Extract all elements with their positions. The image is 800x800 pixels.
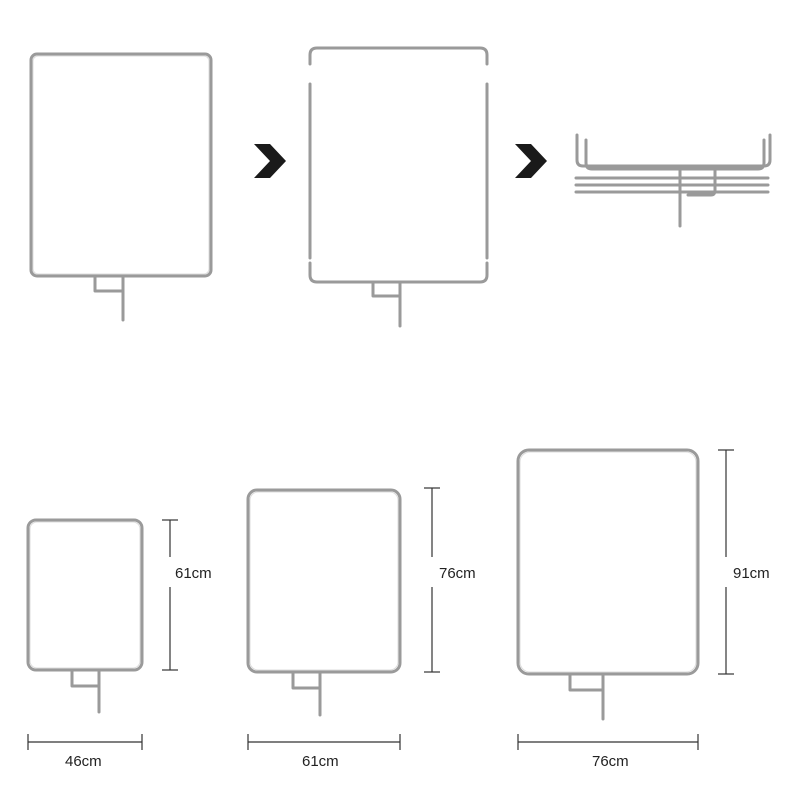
height-label-large: 91cm: [733, 565, 770, 582]
width-dimension-small: [27, 734, 143, 750]
width-dimension-medium: [247, 734, 401, 750]
height-dimension-small: [162, 519, 178, 671]
assembled-frame: [29, 52, 213, 322]
chevron-right-icon: [254, 144, 286, 178]
width-dimension-large: [517, 734, 699, 750]
frame-size-large: [516, 448, 700, 721]
frame-size-medium: [246, 488, 402, 717]
width-label-small: 46cm: [65, 753, 102, 770]
stacked-frame-parts: [574, 133, 772, 228]
frame-size-small: [26, 518, 144, 714]
width-label-large: 76cm: [592, 753, 629, 770]
chevron-right-icon: [515, 144, 547, 178]
height-label-small: 61cm: [175, 565, 212, 582]
height-label-medium: 76cm: [439, 565, 476, 582]
width-label-medium: 61cm: [302, 753, 339, 770]
height-dimension-medium: [424, 487, 440, 673]
disassembled-frame: [308, 46, 489, 328]
height-dimension-large: [718, 449, 734, 675]
